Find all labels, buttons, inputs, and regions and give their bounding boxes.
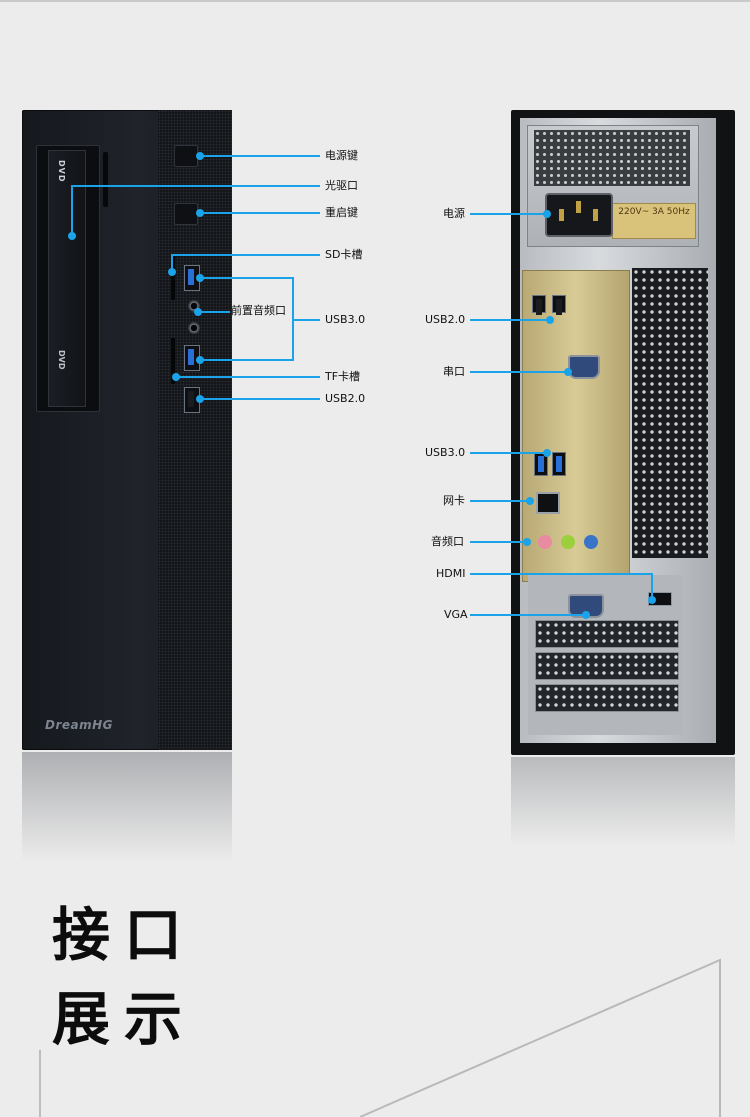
dot-rear-usb2 (546, 316, 554, 324)
front-reflection (22, 752, 232, 862)
dot-tf-slot (172, 373, 180, 381)
dot-optical-drive (68, 232, 76, 240)
slot-cover-1 (535, 620, 679, 648)
brand-logo: DreamHG (45, 718, 114, 732)
rear-usb2-port-2 (552, 295, 566, 315)
label-power-button: 电源键 (325, 149, 358, 162)
label-lan: 网卡 (443, 494, 465, 507)
label-front-usb2: USB2.0 (325, 392, 366, 405)
label-tf-slot: TF卡槽 (325, 370, 361, 383)
title-line-1: 接口 (52, 901, 197, 969)
psu-rating-text: 220V~ 3A 50Hz (618, 207, 690, 217)
dot-power-button (196, 152, 204, 160)
audio-jack-blue (584, 535, 598, 549)
label-rear-usb3: USB3.0 (425, 446, 466, 459)
socket-pin (593, 209, 598, 221)
label-sd-slot: SD卡槽 (325, 248, 363, 261)
dot-sd-slot (168, 268, 176, 276)
callout-hdmi (470, 573, 653, 600)
dvd-logo-bottom: DVD (57, 350, 66, 370)
rear-usb3-port-2 (552, 452, 566, 476)
dot-usb3-1 (196, 274, 204, 282)
io-shield (522, 270, 630, 582)
callout-optical-drive (71, 185, 320, 236)
callout-sd-slot (171, 254, 320, 272)
dot-hdmi (648, 596, 656, 604)
sd-card-slot (171, 255, 175, 300)
slot-cover-3 (535, 684, 679, 712)
dot-audio (523, 538, 531, 546)
rear-mesh-vent (632, 268, 708, 558)
label-front-audio: 前置音频口 (231, 304, 286, 317)
dot-rear-power (543, 210, 551, 218)
front-usb2-port (184, 387, 200, 413)
audio-jack-green (561, 535, 575, 549)
slot-cover-2 (535, 652, 679, 680)
label-optical-drive: 光驱口 (325, 179, 358, 192)
label-serial: 串口 (443, 365, 465, 378)
dot-serial (564, 368, 572, 376)
lan-port (536, 492, 560, 514)
rear-usb2-port-1 (532, 295, 546, 315)
label-vga: VGA (444, 608, 468, 621)
top-divider (0, 0, 750, 2)
dvd-logo: DVD (57, 160, 66, 183)
socket-pin (576, 201, 581, 213)
label-reset-button: 重启键 (325, 206, 358, 219)
front-mic-jack (188, 322, 200, 334)
dot-rear-usb3 (543, 449, 551, 457)
audio-jack-pink (538, 535, 552, 549)
label-audio: 音频口 (431, 535, 464, 548)
tf-card-slot (171, 338, 175, 384)
label-front-usb3: USB3.0 (325, 313, 366, 326)
optical-drive-slot (103, 152, 108, 207)
dot-lan (526, 497, 534, 505)
dot-usb3-2 (196, 356, 204, 364)
callout-usb3-bracket (200, 277, 294, 361)
dot-usb2 (196, 395, 204, 403)
rear-reflection (511, 757, 735, 847)
label-hdmi: HDMI (436, 567, 466, 580)
dot-front-audio (194, 308, 202, 316)
dot-reset-button (196, 209, 204, 217)
title-line-2: 展示 (52, 985, 197, 1053)
optical-drive-tray (48, 150, 86, 407)
psu-vent (534, 130, 690, 186)
label-rear-usb2: USB2.0 (425, 313, 466, 326)
label-rear-power: 电源 (443, 207, 465, 220)
serial-port (568, 355, 600, 379)
dot-vga (582, 611, 590, 619)
socket-pin (559, 209, 564, 221)
deco-line-diagonal (359, 958, 721, 1117)
